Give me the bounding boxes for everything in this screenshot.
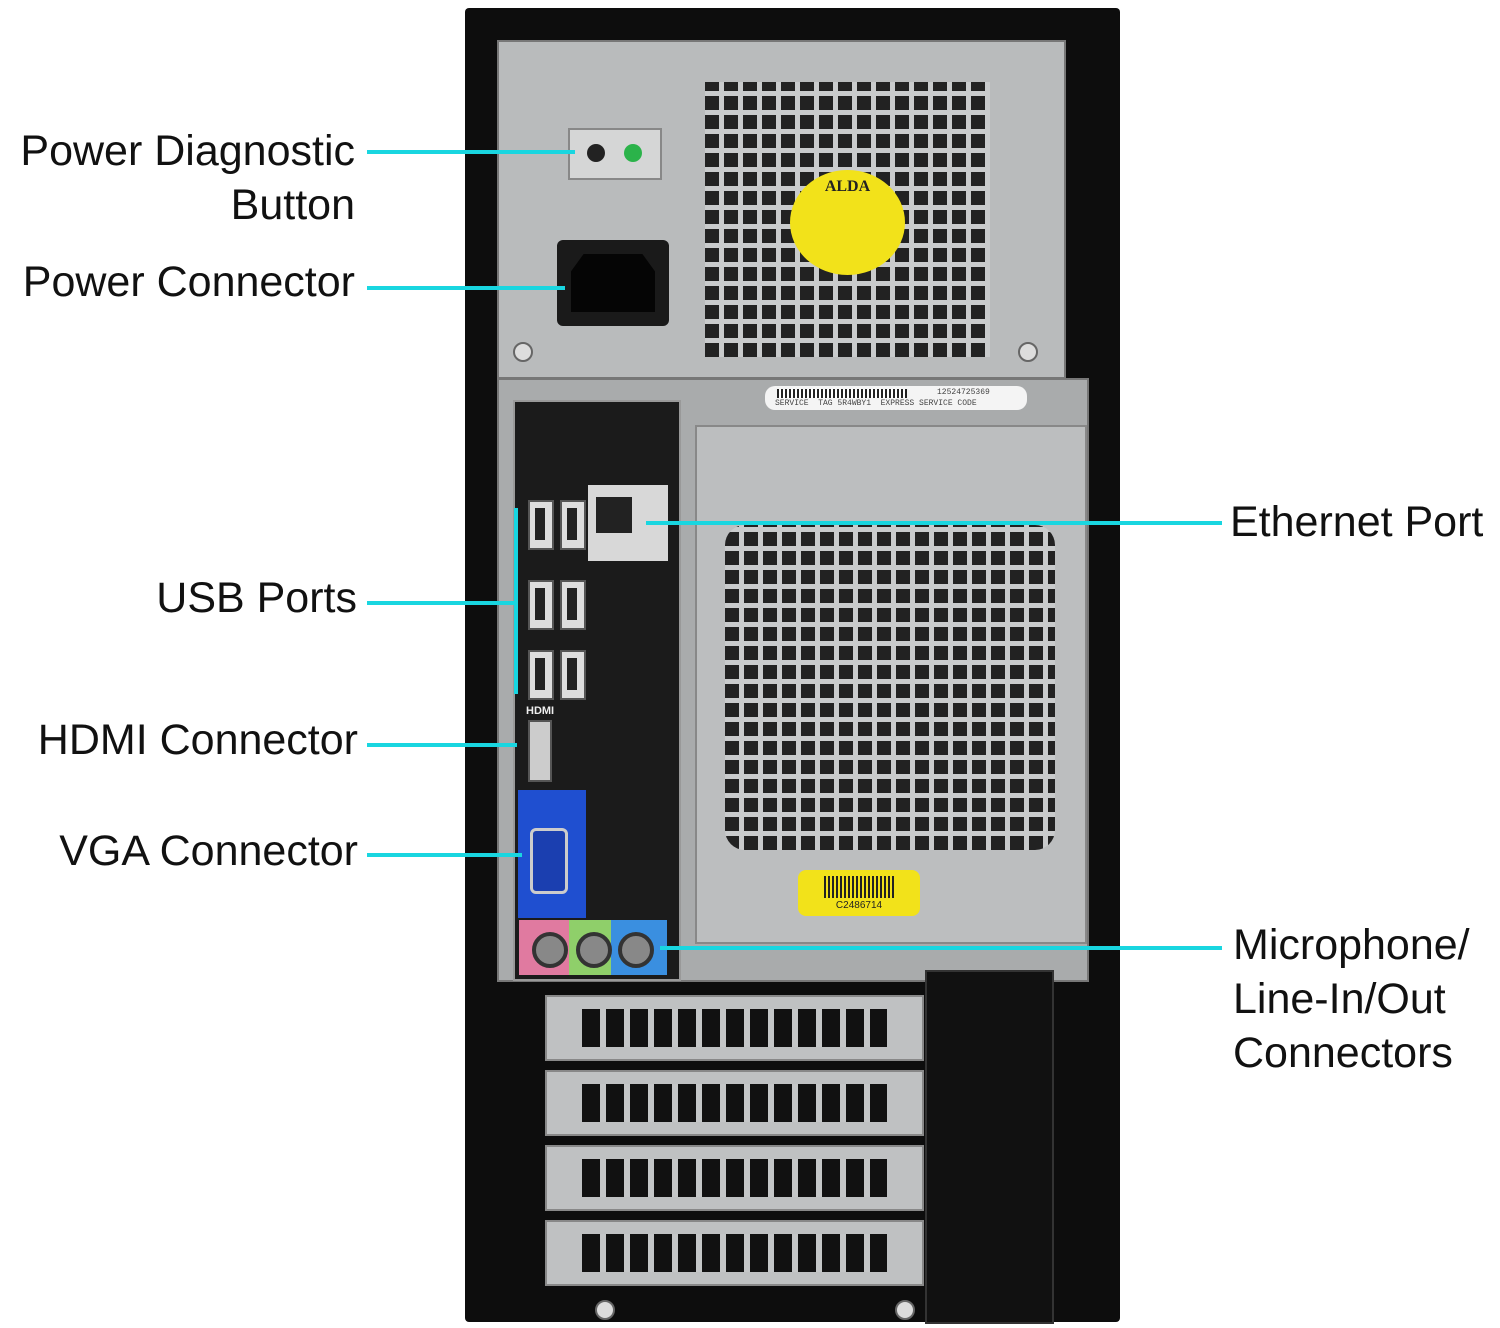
rj45-icon [596, 497, 632, 533]
label-hdmi-connector: HDMI Connector [37, 716, 358, 764]
screw-icon [1018, 342, 1038, 362]
leader-line [367, 601, 517, 605]
screw-icon [595, 1300, 615, 1320]
expansion-slot-cover [545, 995, 924, 1061]
label-ethernet-port: Ethernet Port [1230, 498, 1484, 546]
service-tag-number: 12524725369 [937, 388, 990, 397]
leader-line [367, 853, 522, 857]
microphone-jack[interactable] [532, 932, 568, 968]
usb-port[interactable] [528, 500, 554, 550]
leader-line [660, 946, 1222, 950]
diagnostic-led-icon [624, 144, 642, 162]
hdmi-port-label: HDMI [526, 705, 555, 717]
expansion-slot-cover [545, 1145, 924, 1211]
hdmi-port[interactable] [528, 720, 552, 782]
usb-port[interactable] [560, 500, 586, 550]
vga-port[interactable] [530, 828, 568, 894]
diagnostic-button-icon [587, 144, 605, 162]
slot-bracket [925, 970, 1054, 1324]
leader-line [367, 743, 517, 747]
power-connector[interactable] [557, 240, 669, 326]
expansion-slot-cover [545, 1220, 924, 1286]
barcode-icon [824, 876, 894, 898]
psu-fan-sticker: ALDA [790, 170, 905, 275]
usb-port[interactable] [560, 650, 586, 700]
iec-socket-icon [571, 254, 655, 312]
label-vga-connector: VGA Connector [59, 827, 358, 875]
leader-bracket [514, 508, 518, 694]
barcode-icon [777, 389, 907, 398]
label-power-connector: Power Connector [22, 258, 355, 306]
usb-port[interactable] [560, 580, 586, 630]
sticker-code: C2486714 [835, 900, 883, 911]
usb-port[interactable] [528, 580, 554, 630]
screw-icon [513, 342, 533, 362]
line-out-jack[interactable] [618, 932, 654, 968]
leader-line [646, 521, 1222, 525]
leader-line [367, 150, 575, 154]
expansion-slot-cover [545, 1070, 924, 1136]
case-fan-grill [725, 525, 1055, 850]
power-diagnostic-button[interactable] [568, 128, 662, 180]
screw-icon [895, 1300, 915, 1320]
service-tag-caption: SERVICE TAG 5R4WBY1 EXPRESS SERVICE CODE [775, 399, 977, 408]
label-usb-ports: USB Ports [156, 574, 357, 622]
line-in-jack[interactable] [576, 932, 612, 968]
service-tag-label: 12524725369 SERVICE TAG 5R4WBY1 EXPRESS … [765, 386, 1027, 410]
yellow-sticker: C2486714 [798, 870, 920, 916]
usb-port[interactable] [528, 650, 554, 700]
leader-line [367, 286, 565, 290]
fan-sticker-brand: ALDA [824, 178, 871, 195]
